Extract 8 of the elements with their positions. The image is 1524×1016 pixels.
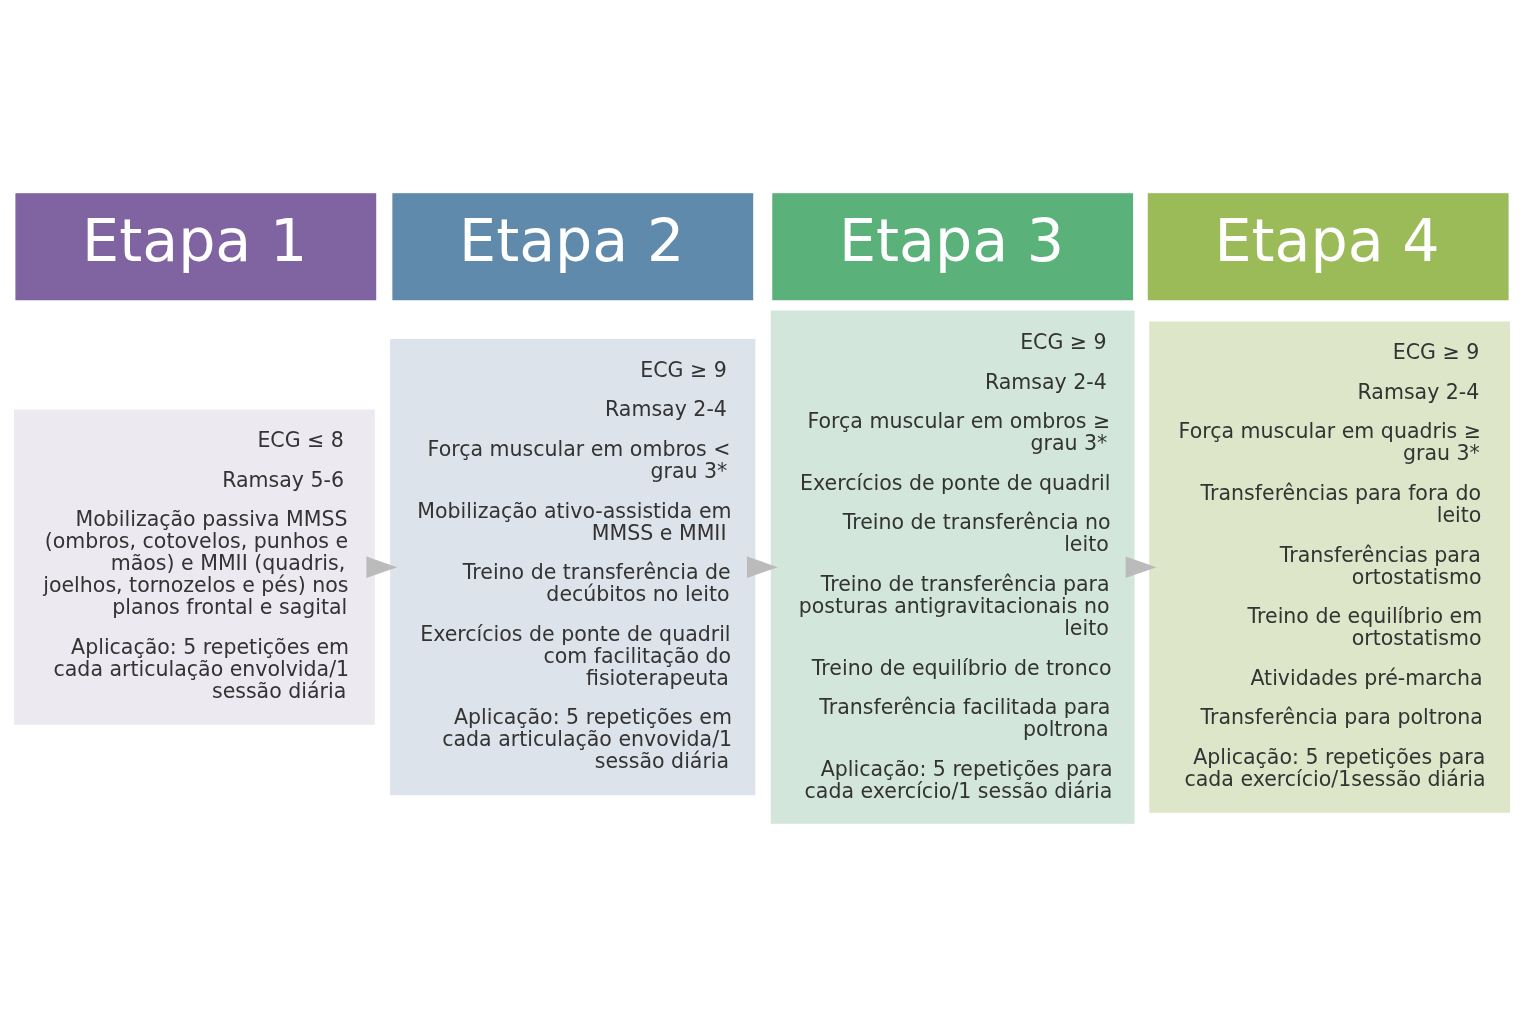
arrow: [746, 555, 778, 578]
node-box: Etapa 4: [1147, 192, 1509, 300]
arrow: [366, 555, 398, 578]
node-box: ECG ≥ 9 Ramsay 2-4 Força muscular em quadris ≥ grau 3* Transferências para fora do leito Transferências para ortostatismo Treino de equilíbrio em ortostatismo Atividades pré-marcha Transferência para poltrona Aplicação: 5 repetições para cada exercício/1sessão diária: [1149, 320, 1511, 813]
arrow: [1125, 555, 1157, 578]
node-box: Etapa 1: [15, 192, 377, 300]
node-box: Etapa 2: [392, 192, 754, 300]
node-box: Etapa 3: [772, 192, 1134, 300]
